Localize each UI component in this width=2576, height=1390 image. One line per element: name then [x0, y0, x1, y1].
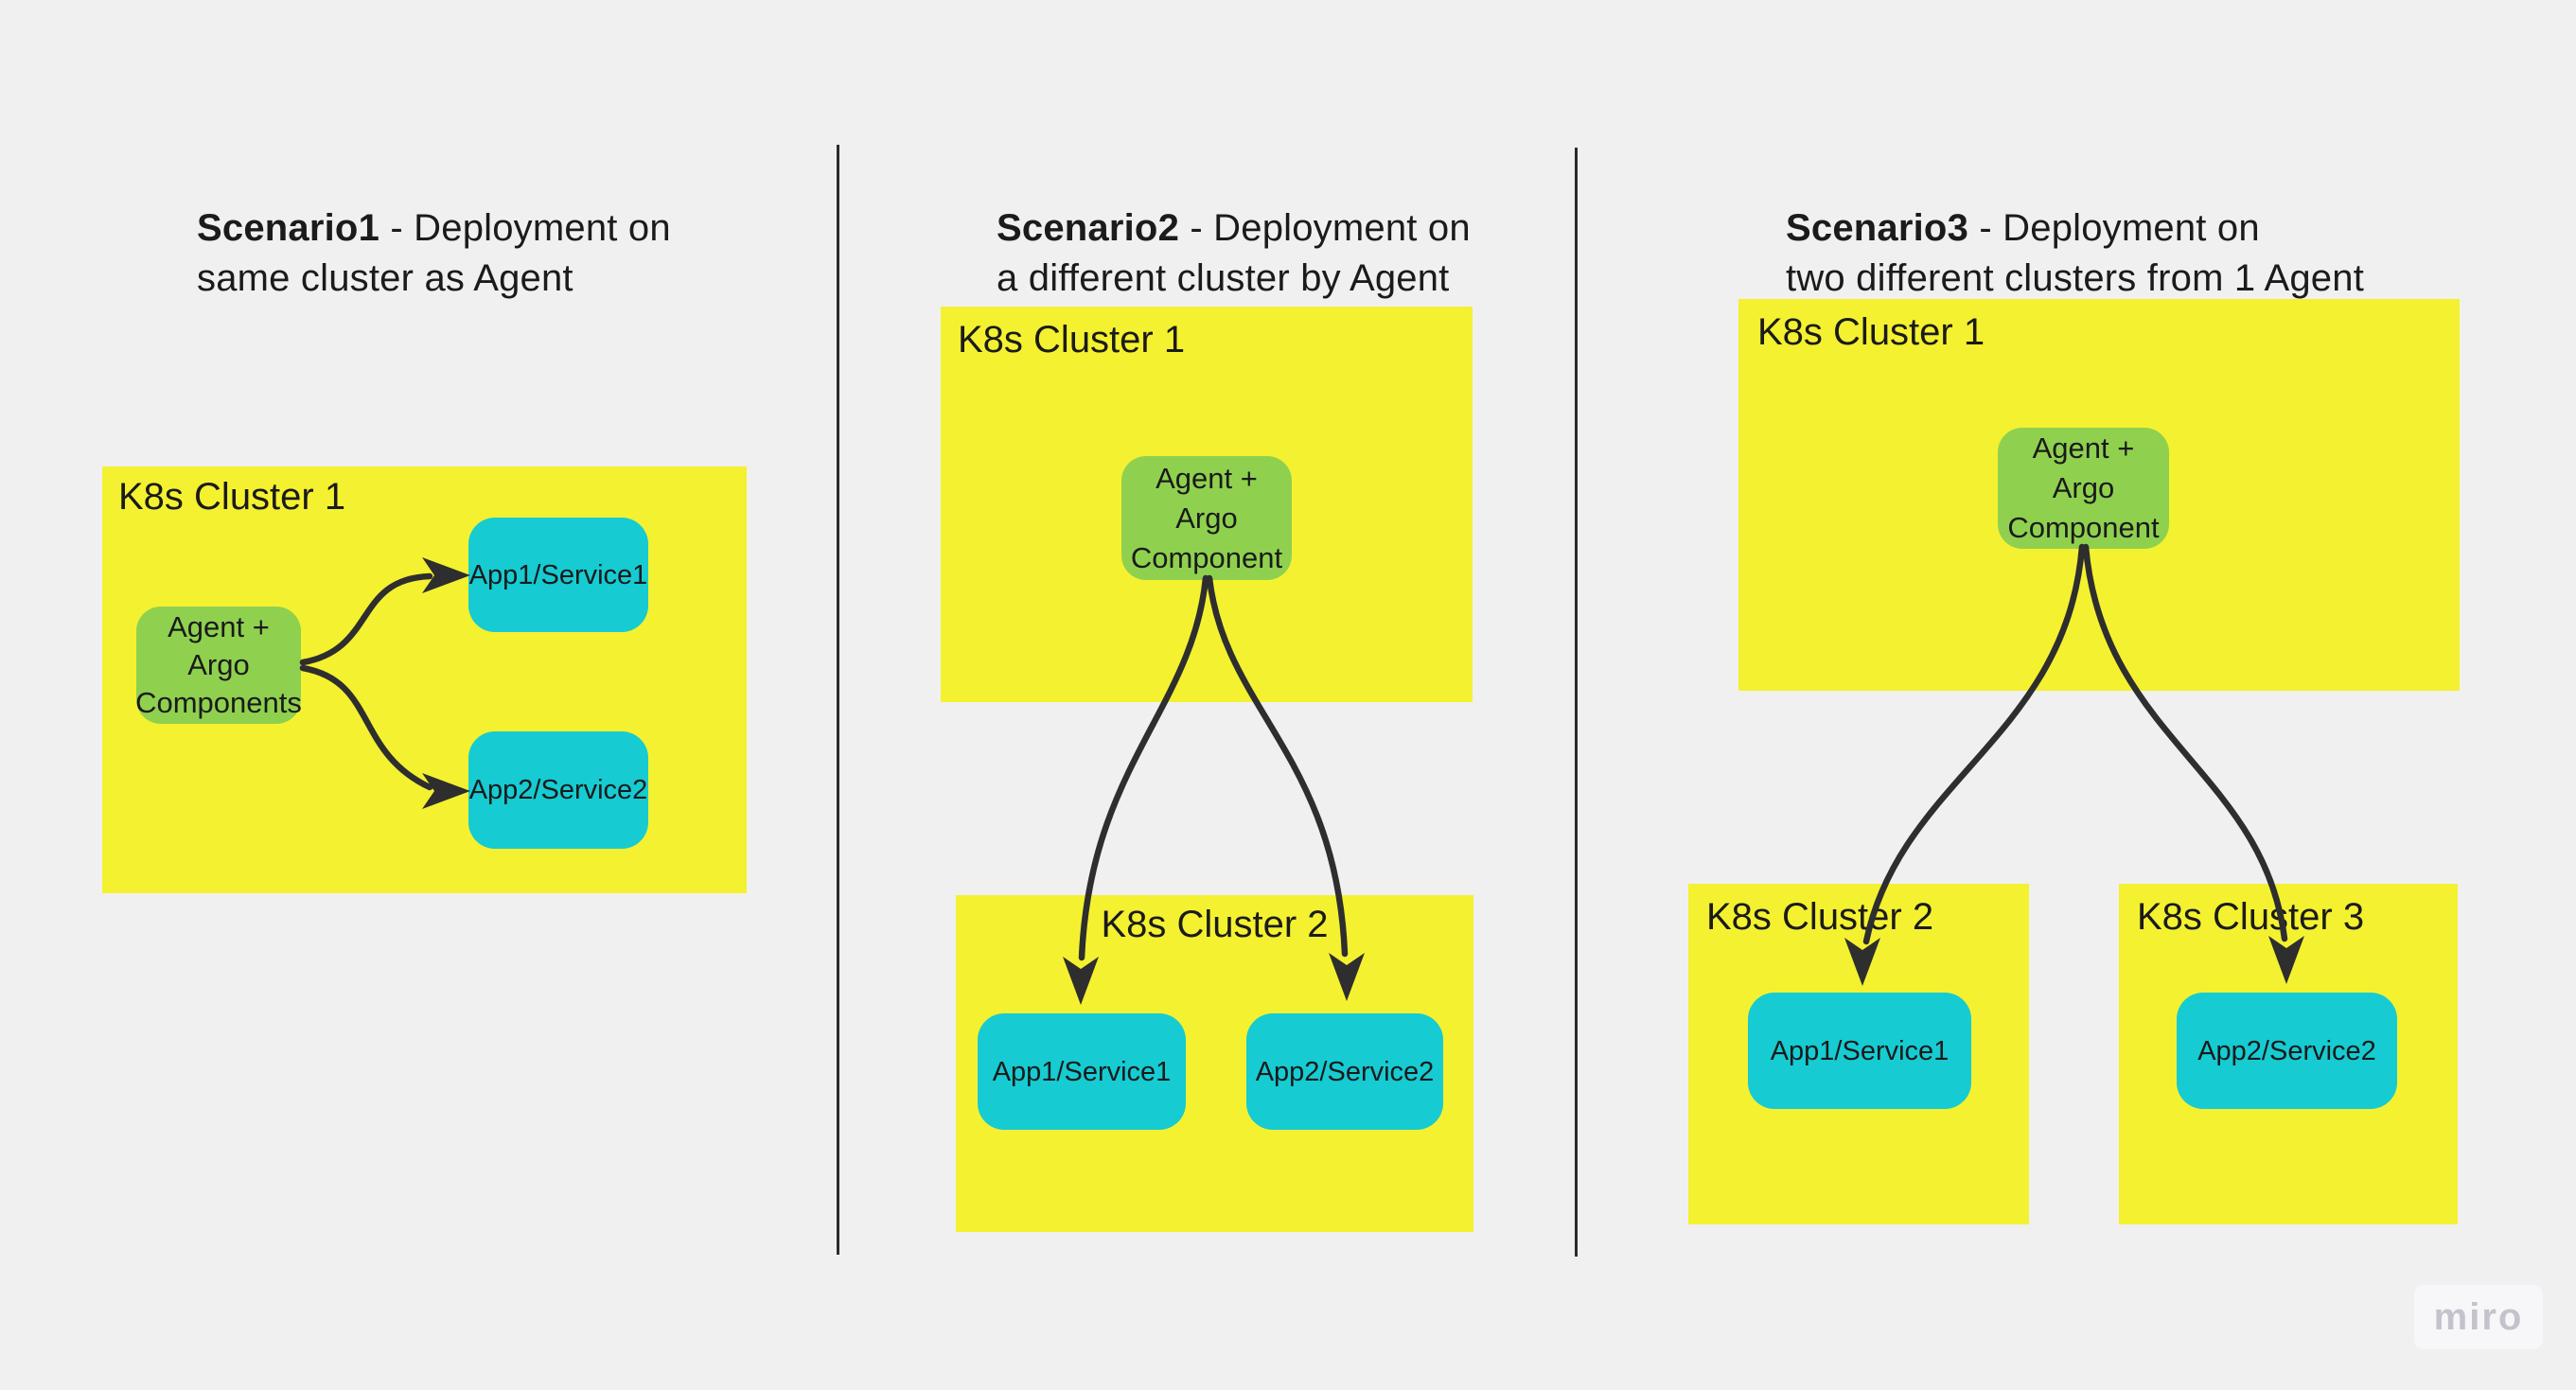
divider-line-2	[1575, 148, 1578, 1257]
s1-cluster1-label: K8s Cluster 1	[118, 476, 346, 518]
s2-app1-service1-node: App1/Service1	[978, 1013, 1186, 1130]
scenario1-title-rest: - Deployment on same cluster as Agent	[197, 207, 671, 299]
s2-cluster1-label: K8s Cluster 1	[958, 319, 1186, 361]
s3-agent-argo-node: Agent + Argo Component	[1998, 428, 2169, 549]
scenario2-title: Scenario2 - Deployment on a different cl…	[997, 153, 1471, 304]
scenario2-title-bold: Scenario2	[997, 207, 1180, 249]
s1-app1-service1-node: App1/Service1	[468, 518, 648, 632]
miro-watermark-label: miro	[2433, 1295, 2524, 1338]
s3-app1-service1-node: App1/Service1	[1748, 993, 1971, 1109]
s2-cluster2-label: K8s Cluster 2	[1101, 904, 1329, 945]
scenario1-title-bold: Scenario1	[197, 207, 380, 249]
s1-app2-service2-node: App2/Service2	[468, 731, 648, 849]
s3-cluster3-label: K8s Cluster 3	[2137, 896, 2365, 938]
s3-cluster1-label: K8s Cluster 1	[1757, 311, 1985, 353]
s3-cluster2-label: K8s Cluster 2	[1706, 896, 1934, 938]
s2-agent-argo-node: Agent + Argo Component	[1121, 456, 1292, 580]
s1-agent-argo-node: Agent + Argo Components	[135, 607, 302, 724]
s2-app2-service2-node: App2/Service2	[1246, 1013, 1443, 1130]
divider-line-1	[837, 145, 839, 1255]
scenario2-title-rest: - Deployment on a different cluster by A…	[997, 207, 1471, 299]
scenario3-title-bold: Scenario3	[1786, 207, 1969, 249]
miro-watermark[interactable]: miro	[2414, 1285, 2543, 1349]
scenario3-title-rest: - Deployment on two different clusters f…	[1786, 207, 2365, 299]
scenario1-title: Scenario1 - Deployment on same cluster a…	[197, 153, 671, 304]
s3-app2-service2-node: App2/Service2	[2177, 993, 2397, 1109]
scenario3-title: Scenario3 - Deployment on two different …	[1786, 153, 2364, 304]
